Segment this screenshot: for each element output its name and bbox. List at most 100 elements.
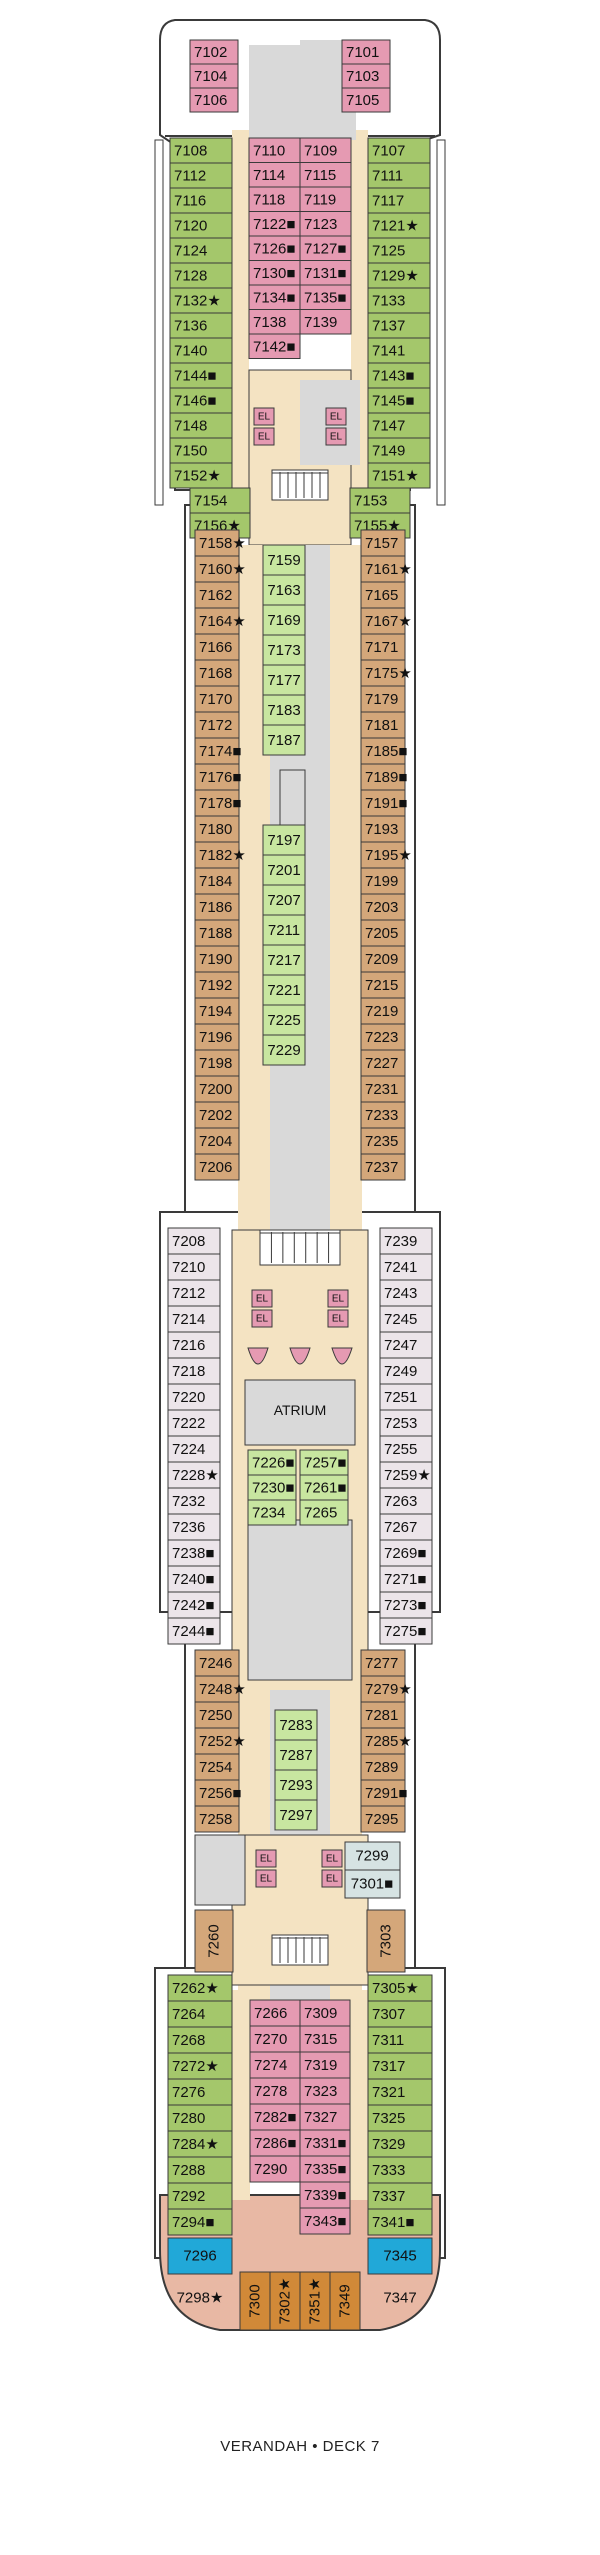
- elevator-icon: [253, 427, 275, 446]
- cabin-label-7299: 7299: [355, 1848, 388, 1865]
- elevator-icon: [255, 1869, 277, 1888]
- elevator-icon: [253, 407, 275, 426]
- cabin-label-7224: 7224: [172, 1441, 205, 1458]
- stairs-box: [259, 1229, 341, 1266]
- stairs-icon: [271, 469, 329, 501]
- cabin-label-7202: 7202: [199, 1107, 232, 1124]
- cabin-label-7317: 7317: [372, 2058, 405, 2075]
- cabin-label-7288: 7288: [172, 2162, 205, 2179]
- cabin-label-7120: 7120: [174, 218, 207, 235]
- cabin-label-7146: 7146■: [174, 393, 216, 410]
- cabin-label-7221: 7221: [267, 982, 300, 999]
- cabin-7337: [367, 2182, 433, 2210]
- cabin-7185: [360, 737, 406, 765]
- cabin-label-7253: 7253: [384, 1415, 417, 1432]
- elevator-icon: [255, 1849, 277, 1868]
- cabin-label-7241: 7241: [384, 1259, 417, 1276]
- cabin-label-7347: 7347: [383, 2290, 416, 2307]
- cabin-label-7349: 7349: [337, 2284, 354, 2317]
- cabin-label-7225: 7225: [267, 1012, 300, 1029]
- cabin-label-7161: 7161★: [365, 561, 412, 578]
- cabin-7219: [360, 997, 406, 1025]
- cabin-label-7154: 7154: [194, 493, 227, 510]
- cabin-label-7178: 7178■: [199, 795, 241, 812]
- cabin-7169: [262, 604, 306, 636]
- cabin-7196: [194, 1023, 240, 1051]
- cabin-7118: [248, 186, 301, 212]
- cabin-label-7249: 7249: [384, 1363, 417, 1380]
- cabin-7126: [248, 235, 301, 261]
- cabin-7218: [167, 1357, 221, 1385]
- cabin-7230: [247, 1474, 297, 1501]
- cabin-label-7237: 7237: [365, 1159, 398, 1176]
- cabin-label-7229: 7229: [267, 1042, 300, 1059]
- cabin-label-7309: 7309: [304, 2005, 337, 2022]
- cabin-7152: [169, 462, 233, 489]
- cabin-label-7319: 7319: [304, 2057, 337, 2074]
- cabin-label-7110: 7110: [253, 142, 285, 159]
- cabin-7211: [262, 914, 306, 946]
- cabin-7150: [169, 437, 233, 464]
- cabin-label-7296: 7296: [183, 2248, 216, 2265]
- cabin-label-7204: 7204: [199, 1133, 232, 1150]
- cabin-label-7160: 7160★: [199, 561, 246, 578]
- cabin-7157: [360, 529, 406, 557]
- cabin-7238: [167, 1539, 221, 1567]
- cabin-label-7167: 7167★: [365, 613, 412, 630]
- cabin-label-7217: 7217: [267, 952, 300, 969]
- cabin-7279: [360, 1675, 406, 1703]
- cabin-7259: [379, 1461, 433, 1489]
- cabin-label-7246: 7246: [199, 1655, 232, 1672]
- cabin-label-7280: 7280: [172, 2110, 205, 2127]
- cabin-label-7250: 7250: [199, 1707, 232, 1724]
- cabin-7175: [360, 659, 406, 687]
- cabin-label-7218: 7218: [172, 1363, 205, 1380]
- cabin-label-7164: 7164★: [199, 613, 246, 630]
- corridor-fwd-left: [232, 130, 249, 525]
- cabin-label-7238: 7238■: [172, 1545, 214, 1562]
- cabin-7272: [167, 2052, 233, 2080]
- cabin-label-7315: 7315: [304, 2031, 337, 2048]
- stairs-box: [271, 1934, 329, 1966]
- cabin-label-7136: 7136: [174, 318, 207, 335]
- elevator-icon: [251, 1309, 273, 1328]
- cabin-7241: [379, 1253, 433, 1281]
- cabin-7349: [329, 2271, 361, 2331]
- cabin-label-7293: 7293: [279, 1777, 312, 1794]
- cabin-7120: [169, 212, 233, 239]
- cabin-label-7133: 7133: [372, 293, 405, 310]
- cabin-label-7118: 7118: [253, 191, 285, 208]
- cabin-label-7173: 7173: [267, 642, 300, 659]
- cabin-label-7222: 7222: [172, 1415, 205, 1432]
- cabin-7246: [194, 1649, 240, 1677]
- cabin-label-7248: 7248★: [199, 1681, 246, 1698]
- cabin-7261: [299, 1474, 349, 1501]
- cabin-label-7265: 7265: [304, 1505, 337, 1522]
- cabin-7189: [360, 763, 406, 791]
- deck-plan-drawing: 7102710471067101710371057108711271167120…: [154, 19, 446, 2331]
- cabin-7243: [379, 1279, 433, 1307]
- cabin-label-7188: 7188: [199, 925, 232, 942]
- cabin-label-7301: 7301■: [351, 1876, 393, 1893]
- cabin-label-7219: 7219: [365, 1003, 398, 1020]
- cabin-label-7260: 7260: [206, 1924, 223, 1957]
- cabin-label-7184: 7184: [199, 873, 232, 890]
- cabin-label-7126: 7126■: [253, 240, 295, 257]
- cabin-7158: [194, 529, 240, 557]
- cabin-7247: [379, 1331, 433, 1359]
- cabin-7119: [299, 186, 352, 212]
- cabin-7260: [194, 1909, 234, 1973]
- elevator-label: EL: [332, 1294, 345, 1305]
- cabin-label-7138: 7138: [253, 314, 286, 331]
- cabin-7234: [247, 1499, 297, 1526]
- cabin-label-7240: 7240■: [172, 1571, 214, 1588]
- cabin-7184: [194, 867, 240, 895]
- elevator-label: EL: [330, 432, 343, 443]
- cabin-label-7226: 7226■: [252, 1455, 294, 1472]
- cabin-label-7281: 7281: [365, 1707, 398, 1724]
- cabin-label-7239: 7239: [384, 1233, 417, 1250]
- cabin-label-7282: 7282■: [254, 2109, 296, 2126]
- cabin-7129: [367, 262, 431, 289]
- cabin-label-7216: 7216: [172, 1337, 205, 1354]
